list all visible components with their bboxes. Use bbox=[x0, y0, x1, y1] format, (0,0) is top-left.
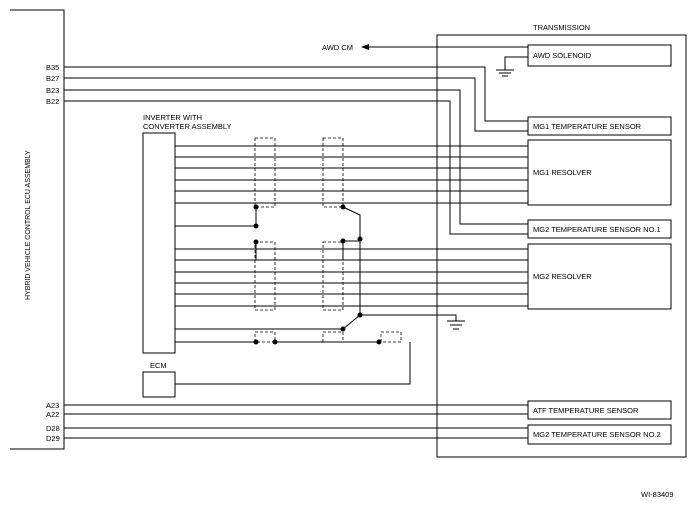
mg2-temp2-sensor-wires bbox=[64, 427, 528, 439]
junction-dot bbox=[253, 339, 259, 345]
shield-mg1-left bbox=[254, 137, 276, 208]
shield-mg1-right bbox=[322, 137, 344, 208]
awd-solenoid-ground-wire bbox=[504, 56, 528, 70]
junction-dot bbox=[376, 339, 382, 345]
shield-ground-wire bbox=[175, 314, 457, 330]
awd-cm-label: AWD CM bbox=[322, 43, 353, 52]
junction-dot bbox=[340, 326, 346, 332]
pin-b22-label: B22 bbox=[46, 97, 59, 106]
junction-dot bbox=[253, 223, 259, 229]
mg2-temperature-sensor-no2-label: MG2 TEMPERATURE SENSOR NO.2 bbox=[533, 430, 661, 439]
pin-b27-label: B27 bbox=[46, 74, 59, 83]
ground-symbol-shield bbox=[447, 320, 465, 330]
wire-b35 bbox=[64, 66, 528, 122]
mg1-temperature-sensor-label: MG1 TEMPERATURE SENSOR bbox=[533, 122, 642, 131]
ground-symbol-awd bbox=[496, 69, 514, 77]
inverter-label-line1: INVERTER WITH bbox=[143, 113, 202, 122]
mg2-resolver-box bbox=[527, 243, 672, 310]
ecm-box bbox=[142, 371, 176, 398]
inverter-label-line2: CONVERTER ASSEMBLY bbox=[143, 122, 232, 131]
shield-mg2-left bbox=[254, 241, 276, 311]
atf-temperature-sensor-box bbox=[527, 400, 672, 420]
awd-cm-arrow-icon bbox=[361, 44, 369, 50]
mg1-temperature-sensor-box bbox=[527, 116, 672, 136]
junction-dot bbox=[357, 236, 363, 242]
junction-dot bbox=[272, 339, 278, 345]
mg2-temperature-sensor-no1-box bbox=[527, 219, 672, 239]
ecm-label: ECM bbox=[150, 361, 167, 370]
figure-id: WI-83409 bbox=[641, 490, 674, 499]
mg2-resolver-wires bbox=[175, 248, 528, 307]
awd-solenoid-box bbox=[527, 44, 672, 67]
atf-temperature-sensor-label: ATF TEMPERATURE SENSOR bbox=[533, 406, 639, 415]
junction-dot bbox=[253, 239, 259, 245]
ecu-assembly-label: HYBRID VEHICLE CONTROL ECU ASSEMBLY bbox=[25, 150, 32, 300]
shield-drain-mg1-left bbox=[175, 207, 257, 227]
pin-b23-label: B23 bbox=[46, 86, 59, 95]
pin-d28-label: D28 bbox=[46, 424, 60, 433]
junction-dot bbox=[340, 204, 346, 210]
shield-drain-mg2-right bbox=[342, 240, 360, 260]
transmission-label: TRANSMISSION bbox=[533, 23, 590, 32]
mg1-resolver-wires bbox=[175, 145, 528, 204]
shield-mg2-right bbox=[322, 241, 344, 311]
junction-dot bbox=[340, 238, 346, 244]
awd-solenoid-label: AWD SOLENOID bbox=[533, 51, 592, 60]
mg2-temperature-sensor-no2-box bbox=[527, 424, 672, 445]
ecu-boundary bbox=[10, 9, 65, 450]
atf-sensor-wires bbox=[64, 404, 528, 415]
junction-dot bbox=[357, 312, 363, 318]
mg2-temperature-sensor-no1-label: MG2 TEMPERATURE SENSOR NO.1 bbox=[533, 225, 661, 234]
shield-bus-left bbox=[254, 331, 276, 343]
junction-dot bbox=[253, 204, 259, 210]
shield-bus-right bbox=[380, 331, 402, 343]
pin-b35-label: B35 bbox=[46, 63, 59, 72]
shield-bus-mid bbox=[322, 331, 344, 343]
shield-drain-mg1-right bbox=[342, 206, 361, 315]
mg2-resolver-label: MG2 RESOLVER bbox=[533, 272, 592, 281]
ecm-wire bbox=[175, 342, 411, 385]
mg1-resolver-box bbox=[527, 139, 672, 206]
pin-a22-label: A22 bbox=[46, 410, 59, 419]
pin-d29-label: D29 bbox=[46, 434, 60, 443]
transmission-box bbox=[436, 34, 687, 458]
pin-a23-label: A23 bbox=[46, 401, 59, 410]
mg1-resolver-label: MG1 RESOLVER bbox=[533, 168, 592, 177]
wire-b27 bbox=[64, 77, 528, 132]
inverter-box bbox=[142, 132, 176, 354]
